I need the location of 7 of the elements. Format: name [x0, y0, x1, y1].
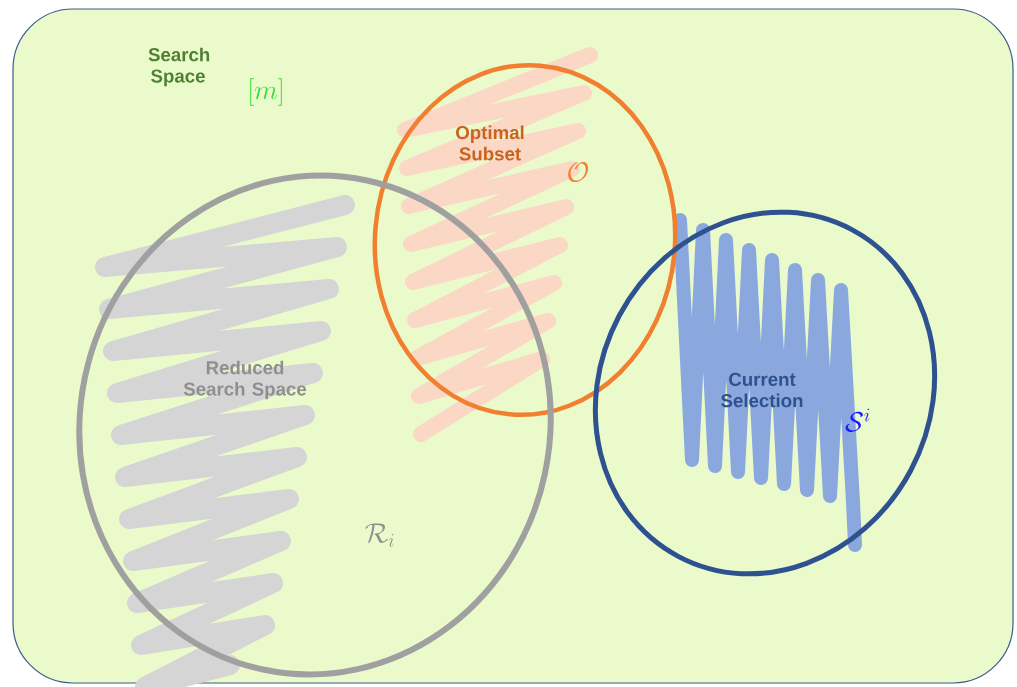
set-symbol: $[m]$: [250, 78, 282, 106]
set-symbol: $\mathcal{R}_i$: [365, 523, 394, 547]
set-symbol: $\mathcal{S}^i$: [845, 408, 870, 432]
set-label: Search Space: [148, 47, 210, 87]
set-label: Optimal Subset: [456, 125, 524, 161]
set-label: Reduced Search Space: [183, 360, 307, 400]
set-symbol: $\mathcal{O}$: [568, 161, 589, 183]
